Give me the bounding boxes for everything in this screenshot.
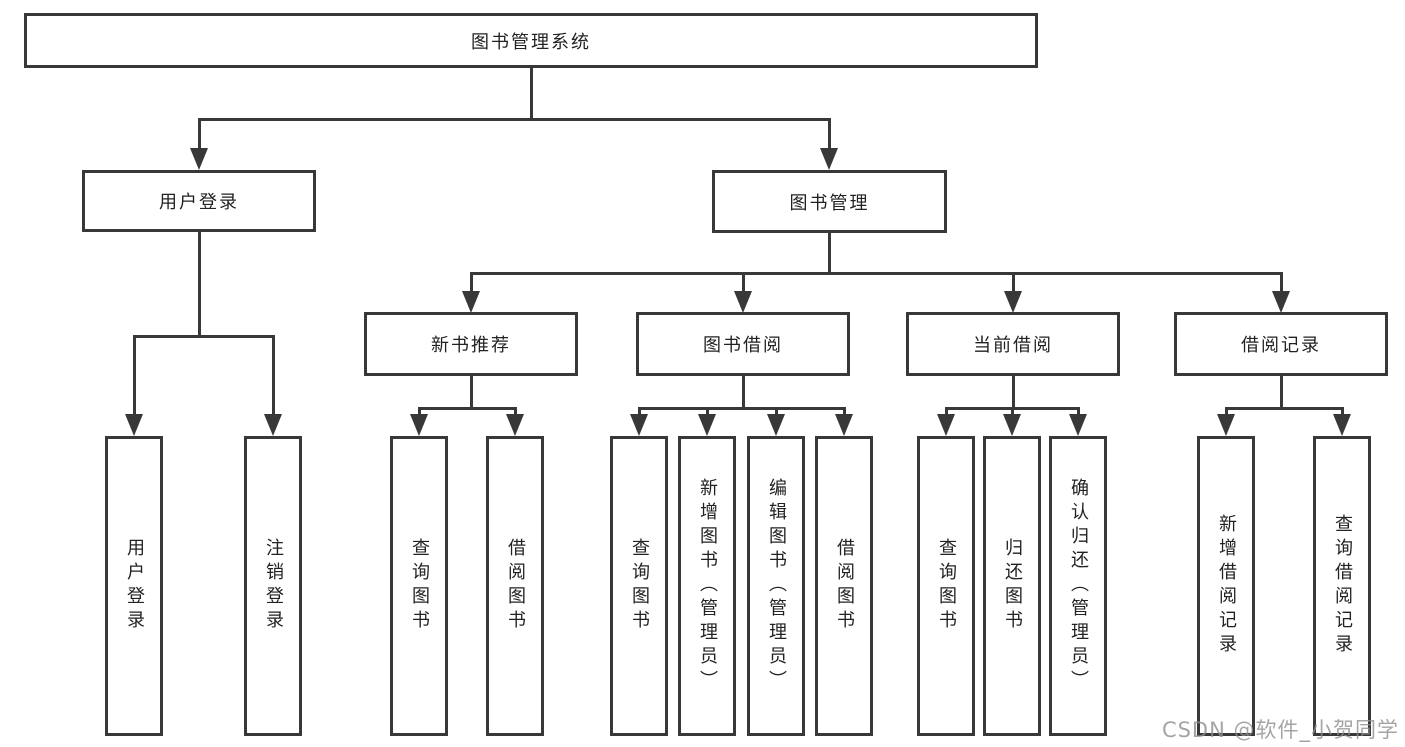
- leaf-label: 查询图书: [409, 538, 430, 634]
- leaf-label: 注销登录: [263, 538, 284, 634]
- connector-line: [1279, 376, 1283, 407]
- arrowhead-icon: [1069, 414, 1087, 436]
- connector-line: [1076, 407, 1080, 416]
- connector-line: [1340, 407, 1344, 416]
- connector-line: [197, 232, 201, 335]
- connector-line: [132, 335, 136, 416]
- leaf-label: 编辑图书（管理员）: [766, 478, 787, 694]
- leaf-label: 新增借阅记录: [1216, 514, 1237, 658]
- arrowhead-icon: [264, 414, 282, 436]
- connector-line: [469, 272, 473, 293]
- arrowhead-icon: [506, 414, 524, 436]
- connector-line: [827, 118, 831, 149]
- connector-line: [1279, 272, 1283, 293]
- leaf-query-books-recommend: 查询图书: [390, 436, 448, 736]
- arrowhead-icon: [698, 414, 716, 436]
- leaf-add-borrow-record: 新增借阅记录: [1197, 436, 1255, 736]
- arrowhead-icon: [835, 414, 853, 436]
- connector-line: [271, 335, 275, 416]
- connector-line: [132, 335, 275, 338]
- leaf-label: 查询图书: [629, 538, 650, 634]
- connector-line: [741, 272, 745, 293]
- node-book-borrowing: 图书借阅: [636, 312, 850, 376]
- arrowhead-icon: [190, 148, 208, 170]
- arrowhead-icon: [462, 291, 480, 313]
- leaf-user-login: 用户登录: [105, 436, 163, 736]
- connector-line: [637, 407, 846, 410]
- connector-line: [469, 272, 1283, 275]
- arrowhead-icon: [630, 414, 648, 436]
- connector-line: [469, 376, 473, 407]
- node-new-book-recommendation: 新书推荐: [364, 312, 578, 376]
- arrowhead-icon: [734, 291, 752, 313]
- connector-line: [842, 407, 846, 416]
- arrowhead-icon: [767, 414, 785, 436]
- leaf-label: 新增图书（管理员）: [697, 478, 718, 694]
- leaf-confirm-return-admin: 确认归还（管理员）: [1049, 436, 1107, 736]
- arrowhead-icon: [937, 414, 955, 436]
- node-borrowing-records: 借阅记录: [1174, 312, 1388, 376]
- arrowhead-icon: [820, 148, 838, 170]
- node-library-management-system: 图书管理系统: [24, 13, 1038, 68]
- arrowhead-icon: [125, 414, 143, 436]
- connector-line: [417, 407, 517, 410]
- connector-line: [705, 407, 709, 416]
- connector-line: [1011, 376, 1015, 407]
- connector-line: [1224, 407, 1228, 416]
- leaf-label: 查询借阅记录: [1332, 514, 1353, 658]
- connector-line: [827, 233, 831, 272]
- connector-line: [197, 118, 201, 149]
- leaf-borrow-books-recommend: 借阅图书: [486, 436, 544, 736]
- csdn-watermark: CSDN @软件_小贺同学: [1161, 718, 1399, 742]
- leaf-label: 确认归还（管理员）: [1068, 478, 1089, 694]
- leaf-logout: 注销登录: [244, 436, 302, 736]
- leaf-label: 查询图书: [936, 538, 957, 634]
- leaf-label: 用户登录: [124, 538, 145, 634]
- leaf-label: 借阅图书: [834, 538, 855, 634]
- leaf-borrow-books: 借阅图书: [815, 436, 873, 736]
- connector-line: [417, 407, 421, 416]
- leaf-query-borrow-record: 查询借阅记录: [1313, 436, 1371, 736]
- connector-line: [1010, 407, 1014, 416]
- leaf-query-books-current: 查询图书: [917, 436, 975, 736]
- connector-line: [741, 376, 745, 407]
- arrowhead-icon: [1272, 291, 1290, 313]
- leaf-add-book-admin: 新增图书（管理员）: [678, 436, 736, 736]
- arrowhead-icon: [1217, 414, 1235, 436]
- leaf-return-books: 归还图书: [983, 436, 1041, 736]
- connector-line: [513, 407, 517, 416]
- connector-line: [529, 68, 533, 118]
- connector-line: [1011, 272, 1015, 293]
- arrowhead-icon: [1004, 291, 1022, 313]
- node-user-login: 用户登录: [82, 170, 316, 232]
- leaf-edit-book-admin: 编辑图书（管理员）: [747, 436, 805, 736]
- connector-line: [774, 407, 778, 416]
- leaf-query-books-borrowing: 查询图书: [610, 436, 668, 736]
- leaf-label: 归还图书: [1002, 538, 1023, 634]
- arrowhead-icon: [1003, 414, 1021, 436]
- connector-line: [944, 407, 948, 416]
- connector-line: [1224, 407, 1344, 410]
- node-current-borrowing: 当前借阅: [906, 312, 1120, 376]
- arrowhead-icon: [410, 414, 428, 436]
- arrowhead-icon: [1333, 414, 1351, 436]
- node-book-management: 图书管理: [712, 170, 947, 233]
- leaf-label: 借阅图书: [505, 538, 526, 634]
- connector-line: [197, 118, 831, 121]
- connector-line: [637, 407, 641, 416]
